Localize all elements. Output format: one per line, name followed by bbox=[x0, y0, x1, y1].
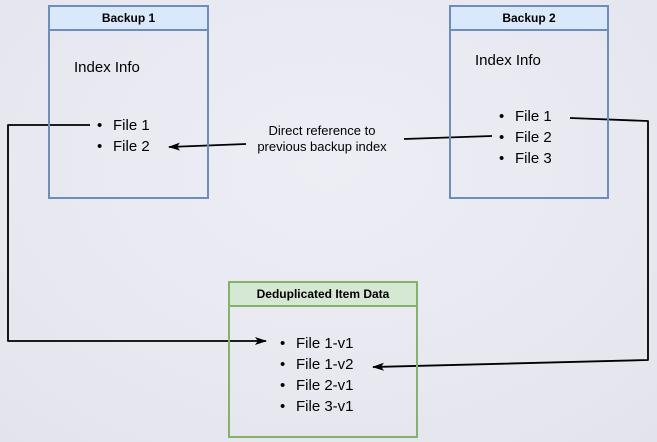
list-item: File 3-v1 bbox=[278, 396, 354, 417]
arrow-backup2-file1-to-dedup bbox=[372, 117, 649, 371]
backup1-file-list: File 1 File 2 bbox=[95, 115, 150, 157]
backup2-file-list: File 1 File 2 File 3 bbox=[497, 106, 552, 169]
deduplicated-item-data-box: Deduplicated Item Data File 1-v1 File 1-… bbox=[228, 281, 418, 438]
backup2-title: Backup 2 bbox=[502, 11, 556, 25]
backup2-index-info-label: Index Info bbox=[475, 52, 541, 69]
list-item: File 1-v1 bbox=[278, 333, 354, 354]
arrow-direct-reference-right-segment bbox=[403, 135, 493, 140]
edge-label-line1: Direct reference to bbox=[268, 123, 376, 138]
list-item: File 2 bbox=[497, 127, 552, 148]
backup1-header: Backup 1 bbox=[50, 7, 207, 31]
dedup-header: Deduplicated Item Data bbox=[230, 283, 416, 307]
list-item: File 2 bbox=[95, 136, 150, 157]
backup1-box: Backup 1 Index Info File 1 File 2 bbox=[48, 5, 209, 199]
list-item: File 2-v1 bbox=[278, 375, 354, 396]
list-item: File 1-v2 bbox=[278, 354, 354, 375]
direct-reference-edge-label: Direct reference to previous backup inde… bbox=[237, 123, 407, 155]
list-item: File 1 bbox=[95, 115, 150, 136]
edge-label-line2: previous backup index bbox=[257, 139, 387, 154]
backup2-box: Backup 2 Index Info File 1 File 2 File 3 bbox=[449, 5, 609, 199]
list-item: File 1 bbox=[497, 106, 552, 127]
backup2-header: Backup 2 bbox=[451, 7, 607, 31]
dedup-title: Deduplicated Item Data bbox=[256, 287, 390, 301]
list-item: File 3 bbox=[497, 148, 552, 169]
dedup-file-list: File 1-v1 File 1-v2 File 2-v1 File 3-v1 bbox=[278, 333, 354, 417]
backup1-index-info-label: Index Info bbox=[74, 59, 140, 76]
backup1-title: Backup 1 bbox=[101, 11, 156, 25]
